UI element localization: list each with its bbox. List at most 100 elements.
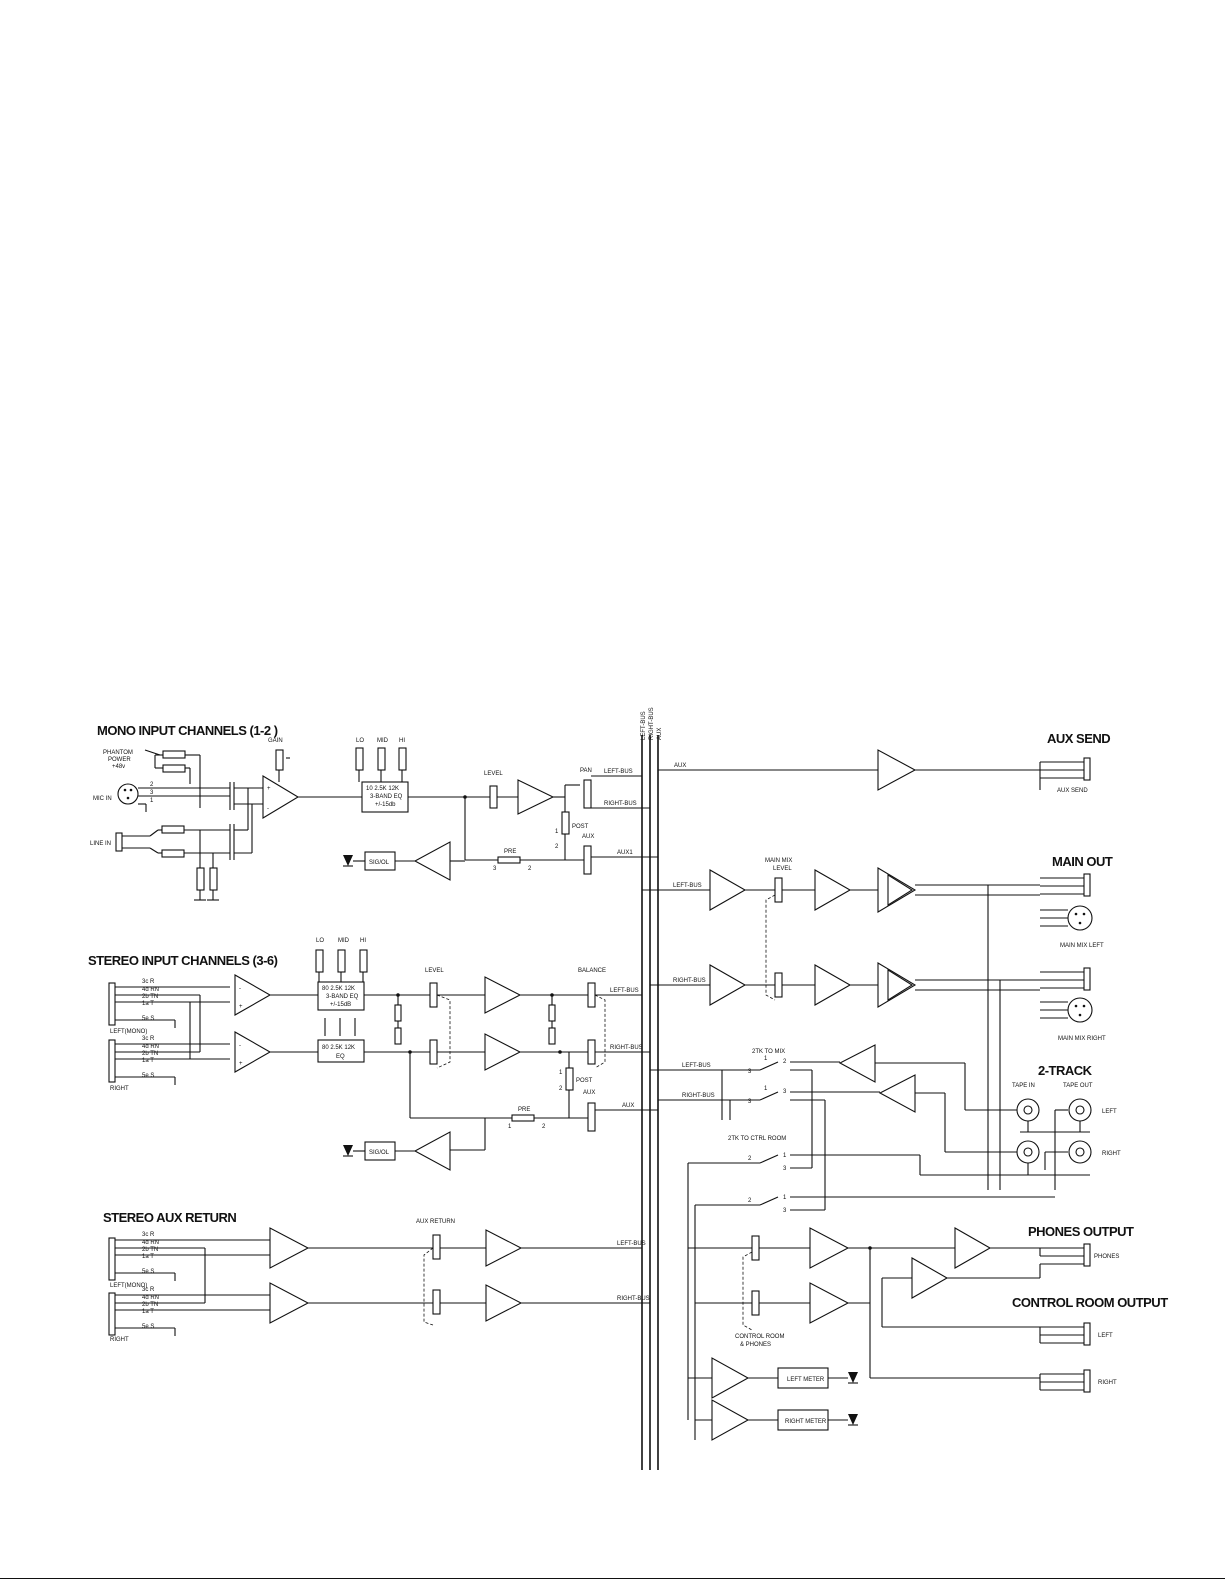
svg-text:3: 3 — [748, 1099, 752, 1105]
ctrl-room-phones-fader-right[interactable] — [751, 1290, 760, 1316]
svg-text:3-BAND EQ: 3-BAND EQ — [370, 794, 403, 800]
2tk-to-ctrl-switch-right[interactable] — [759, 1196, 779, 1206]
heading-mono-input: MONO INPUT CHANNELS (1-2 ) — [97, 723, 278, 738]
svg-text:AUX: AUX — [622, 1103, 634, 1109]
aux-return-amp-left-icon — [485, 1229, 523, 1267]
stereo-level-amp-left-icon — [484, 976, 522, 1014]
tape-in-label: TAPE IN — [1012, 1083, 1035, 1089]
phantom-label-2: POWER — [108, 757, 131, 763]
mono-eq-lo-pot[interactable] — [355, 747, 364, 771]
heading-aux-send: AUX SEND — [1047, 731, 1110, 746]
bus-label-aux: AUX — [657, 728, 663, 740]
svg-text:LEVEL: LEVEL — [773, 866, 792, 872]
svg-text:1: 1 — [555, 829, 559, 835]
svg-text:+: + — [239, 1004, 243, 1010]
svg-text:LEFT-BUS: LEFT-BUS — [673, 883, 702, 889]
right-meter-led-icon — [848, 1414, 858, 1425]
mono-aux-pot[interactable] — [583, 845, 592, 875]
left-meter-led-icon — [848, 1372, 858, 1383]
stereo-aux-pot[interactable] — [587, 1102, 596, 1132]
stereo-left-jack-icon — [108, 982, 116, 1026]
phones-jack-icon — [1083, 1243, 1091, 1267]
svg-text:2b TN: 2b TN — [142, 994, 158, 1000]
2tk-to-ctrl-switch-left[interactable] — [759, 1154, 779, 1164]
mono-eq-mid-pot[interactable] — [377, 747, 386, 771]
mono-pan-pot[interactable] — [583, 779, 592, 809]
mic-in-label: MIC IN — [93, 796, 112, 802]
mono-level-fader[interactable] — [489, 785, 498, 809]
aux-return-preamp-left-icon — [269, 1227, 310, 1269]
svg-text:1: 1 — [783, 1153, 787, 1159]
svg-text:2: 2 — [542, 1124, 546, 1130]
svg-text:HI: HI — [399, 738, 405, 744]
svg-text:SIG/OL: SIG/OL — [369, 1150, 390, 1156]
2tk-to-ctrl-room-label: 2TK TO CTRL ROOM — [728, 1136, 786, 1142]
svg-text:3: 3 — [783, 1089, 787, 1095]
svg-text:RIGHT: RIGHT — [1102, 1151, 1121, 1157]
svg-text:-: - — [267, 806, 269, 812]
main-left-input-amp-icon — [709, 869, 747, 911]
svg-text:LO: LO — [356, 738, 364, 744]
stereo-channel: 3c R 4d RN 2b TN 1a T 5e S LEFT(MONO) 3c… — [108, 938, 658, 1171]
mono-pre-post-switch[interactable] — [561, 811, 570, 835]
main-right-xlr-icon — [1067, 997, 1093, 1023]
phantom-label-3: +48v — [112, 764, 125, 770]
svg-text:+: + — [267, 786, 271, 792]
stereo-level-fader-left[interactable] — [429, 982, 438, 1008]
svg-text:LEFT-BUS: LEFT-BUS — [604, 769, 633, 775]
svg-text:2: 2 — [748, 1198, 752, 1204]
tape-in-right-amp-icon — [878, 1074, 916, 1113]
mono-level-amp-icon — [517, 779, 555, 815]
stereo-left-preamp-icon — [234, 974, 272, 1016]
mono-sig-led-icon — [343, 855, 353, 866]
stereo-eq-mid-pot[interactable] — [337, 949, 346, 973]
stereo-eq-hi-pot[interactable] — [359, 949, 368, 973]
gain-pot[interactable] — [275, 749, 284, 771]
tape-in-left-amp-icon — [838, 1044, 876, 1083]
heading-control-room-output: CONTROL ROOM OUTPUT — [1012, 1295, 1168, 1310]
stereo-balance-pot-right[interactable] — [587, 1039, 596, 1065]
svg-text:3c R: 3c R — [142, 979, 155, 985]
main-mix-fader-left[interactable] — [774, 877, 783, 903]
heading-stereo-input: STEREO INPUT CHANNELS (3-6) — [88, 953, 278, 968]
stereo-eq-lo-pot[interactable] — [315, 949, 324, 973]
2tk-to-mix-switch-left[interactable] — [759, 1061, 779, 1071]
stereo-level-fader-right[interactable] — [429, 1039, 438, 1065]
svg-text:LEFT-BUS: LEFT-BUS — [617, 1241, 646, 1247]
svg-text:EQ: EQ — [336, 1054, 345, 1060]
stereo-balance-pot-left[interactable] — [587, 982, 596, 1008]
svg-text:RIGHT-BUS: RIGHT-BUS — [604, 801, 637, 807]
phantom-label: PHANTOM — [103, 750, 133, 756]
svg-text:1a T: 1a T — [142, 1309, 154, 1315]
svg-text:5e S: 5e S — [142, 1269, 154, 1275]
ctrl-room-left-jack-icon — [1083, 1322, 1091, 1346]
line-in-jack-icon — [115, 832, 123, 852]
svg-text:4d RN: 4d RN — [142, 1295, 159, 1301]
heading-stereo-aux-return: STEREO AUX RETURN — [103, 1210, 236, 1225]
main-left-jack-icon — [1083, 873, 1091, 897]
aux-return-level-right[interactable] — [432, 1289, 441, 1315]
svg-text:5e S: 5e S — [142, 1073, 154, 1079]
ctrl-room-phones-fader-left[interactable] — [751, 1235, 760, 1261]
svg-text:LEFT-BUS: LEFT-BUS — [610, 988, 639, 994]
aux-return-level-left[interactable] — [432, 1234, 441, 1260]
stereo-pre-post-switch[interactable] — [565, 1067, 574, 1091]
bus-lines: LEFT-BUS RIGHT-BUS AUX — [641, 707, 663, 1470]
svg-text:1: 1 — [508, 1124, 512, 1130]
svg-text:3c R: 3c R — [142, 1232, 155, 1238]
2tk-to-mix-switch-right[interactable] — [759, 1091, 779, 1101]
mono-eq-hi-pot[interactable] — [398, 747, 407, 771]
svg-text:MID: MID — [377, 738, 389, 744]
2tk-to-mix-label: 2TK TO MIX — [752, 1049, 785, 1055]
svg-text:4d RN: 4d RN — [142, 1240, 159, 1246]
svg-text:1: 1 — [783, 1195, 787, 1201]
main-mix-right-label: MAIN MIX RIGHT — [1058, 1036, 1106, 1042]
svg-text:4d RN: 4d RN — [142, 987, 159, 993]
gain-label: GAIN — [268, 738, 283, 744]
stereo-eq-block-right — [317, 1039, 365, 1063]
main-mix-fader-right[interactable] — [774, 972, 783, 998]
xlr-mic-connector-icon — [117, 783, 139, 805]
svg-text:80 2.5K 12K: 80 2.5K 12K — [322, 986, 355, 992]
control-room-phones-label: CONTROL ROOM — [735, 1334, 784, 1340]
svg-text:POST: POST — [572, 824, 589, 830]
